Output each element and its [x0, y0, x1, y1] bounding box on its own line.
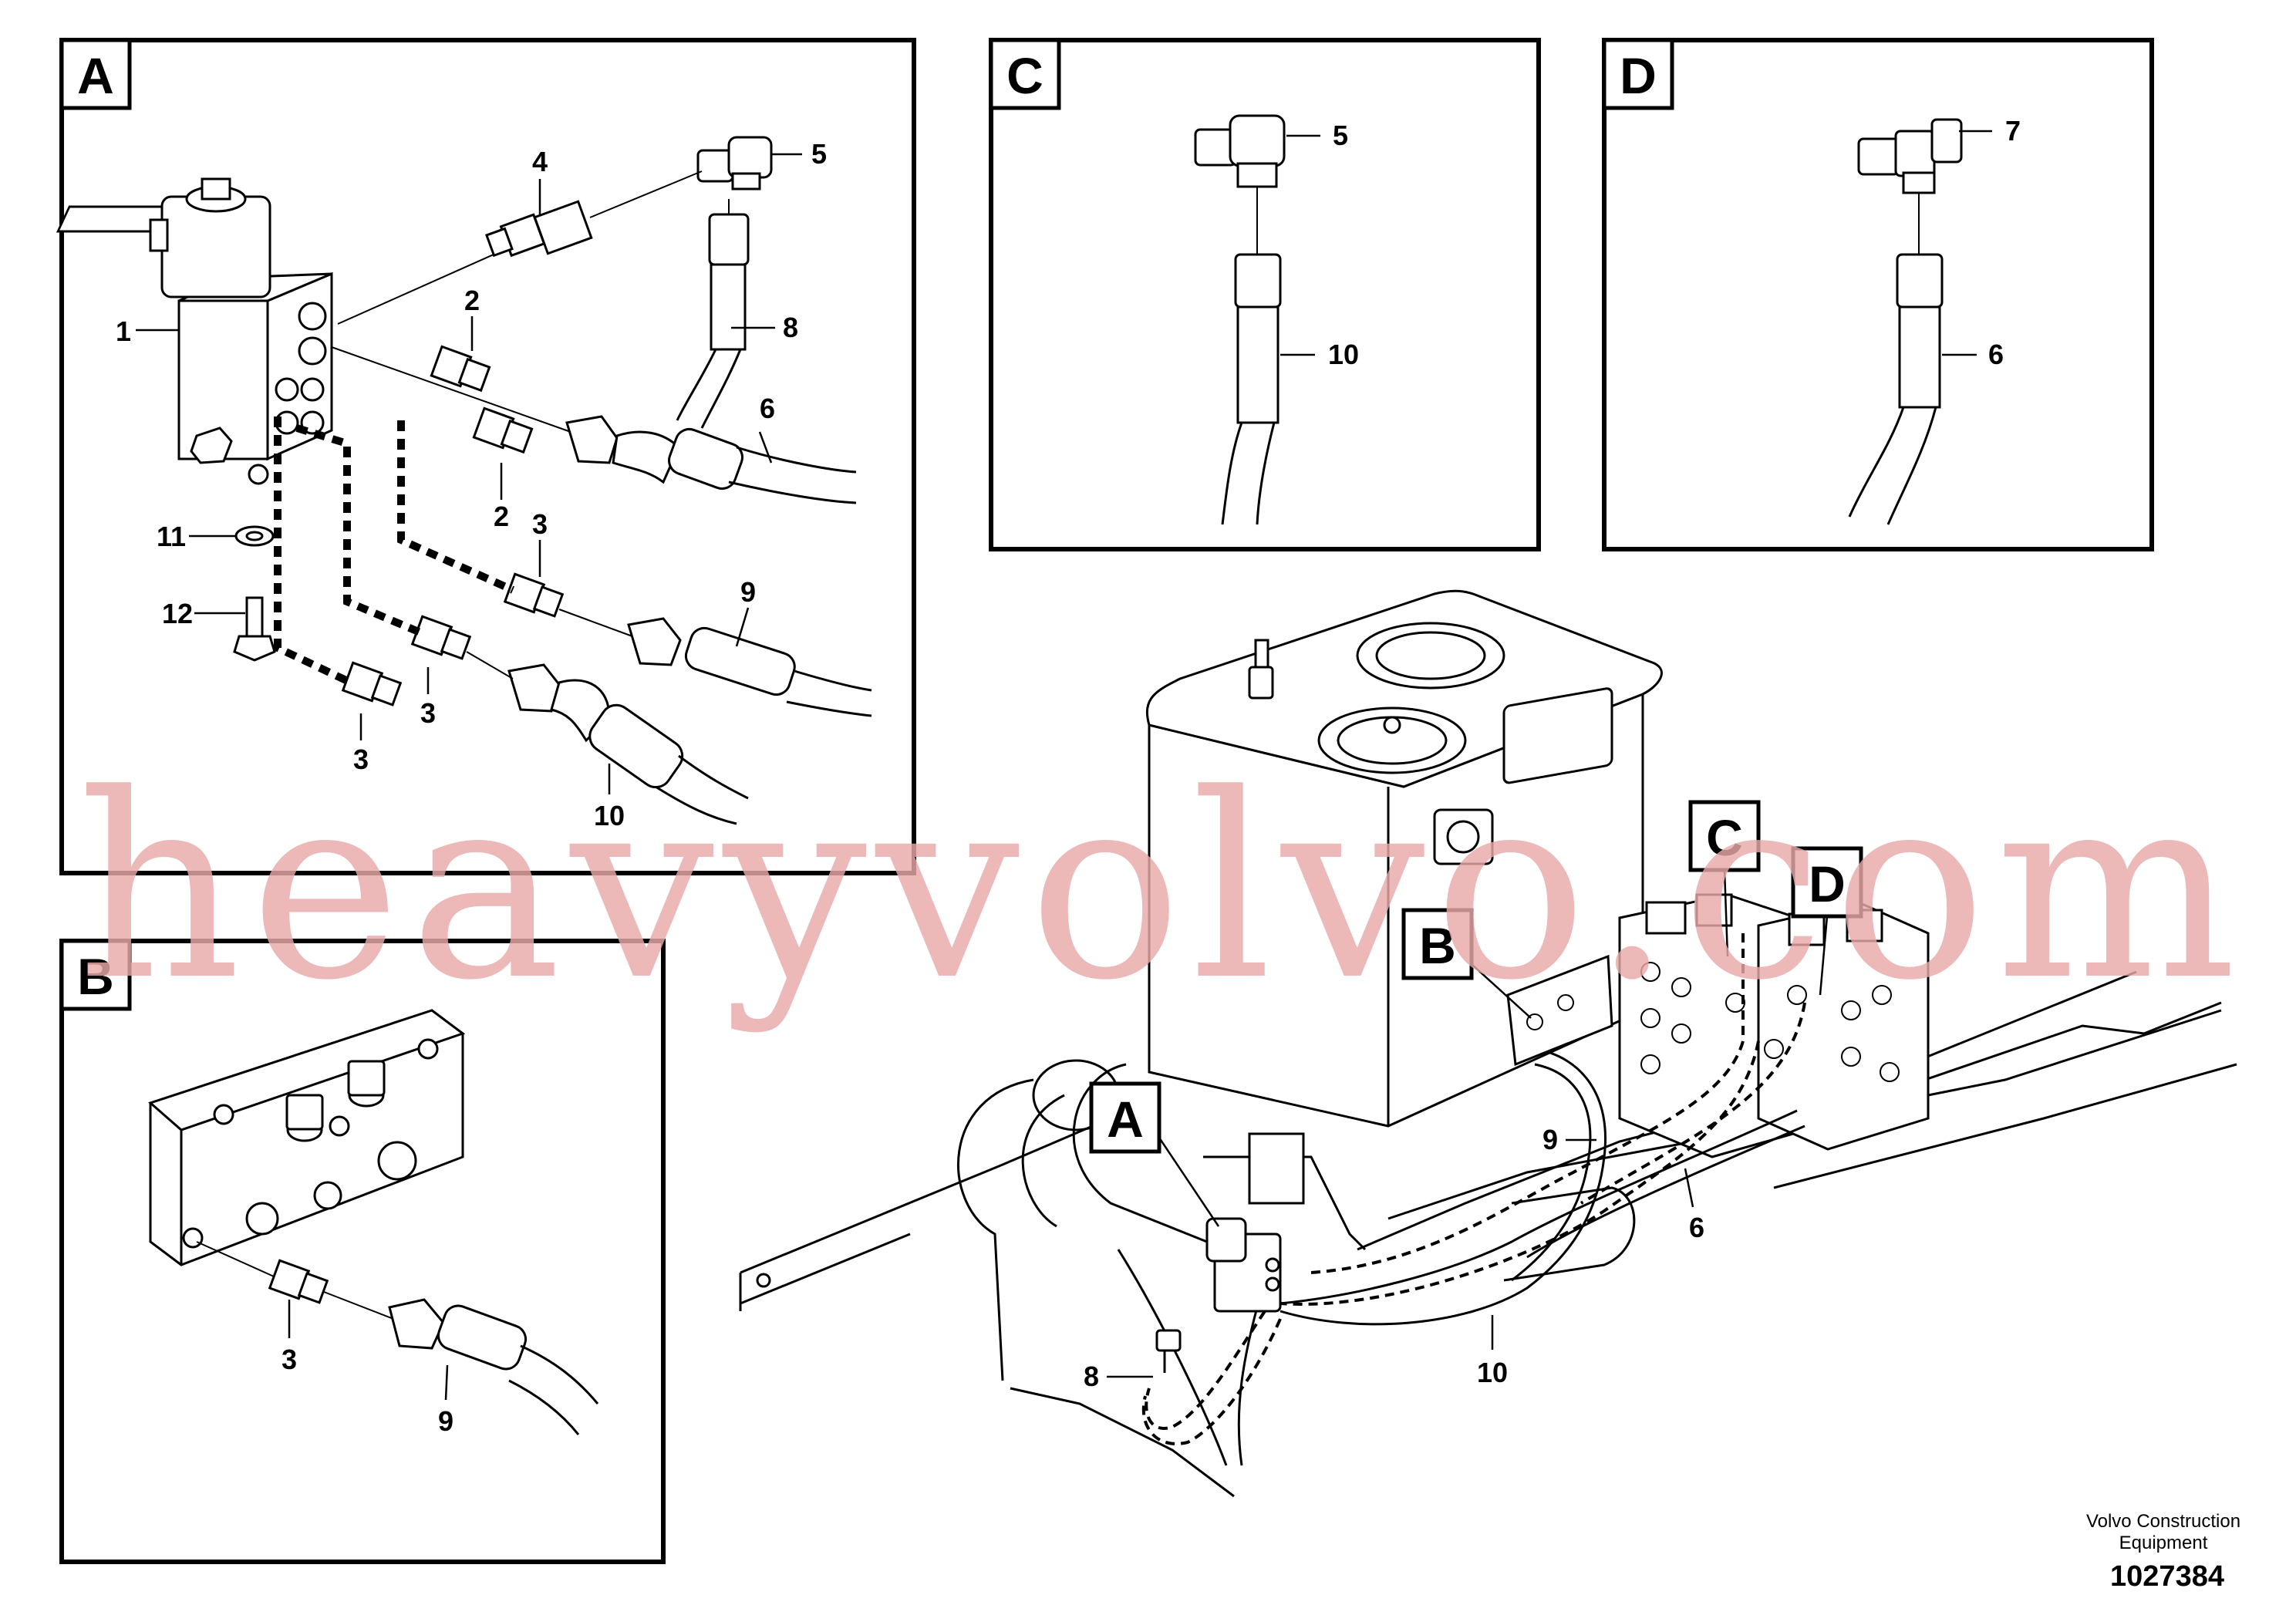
overview-tag-c-label: C: [1706, 809, 1743, 866]
port-plate: [148, 1009, 466, 1266]
callout-a-9: 9: [740, 576, 756, 608]
overview-tag-b-label: B: [1419, 917, 1456, 974]
fitting-2-upper: [430, 345, 491, 393]
callout-a-3-lower: 3: [353, 744, 369, 775]
panel-d: D 7 6: [1602, 38, 2154, 551]
company-line-2: Equipment: [2119, 1533, 2208, 1553]
panel-a: A: [56, 38, 916, 875]
panel-a-tag-label: A: [77, 47, 114, 104]
dashed-line-2: [295, 424, 422, 636]
overview-tag-a-label: A: [1107, 1091, 1144, 1148]
washer-11: [234, 525, 275, 547]
company-line-1: Volvo Construction: [2086, 1511, 2240, 1532]
callout-b-3: 3: [282, 1344, 297, 1375]
callout-d-7: 7: [2005, 115, 2021, 147]
elbow-5: [696, 136, 773, 191]
panel-c-tag-label: C: [1006, 47, 1043, 104]
callout-b-9: 9: [438, 1405, 453, 1437]
dashed-line-1: [274, 416, 353, 686]
overview-tag-d-label: D: [1809, 855, 1846, 912]
callout-a-2-lower: 2: [494, 501, 509, 532]
hose-9: [558, 609, 872, 717]
drawing-number: 1027384: [2110, 1560, 2224, 1593]
overview-tag-d: [1791, 846, 1863, 919]
callout-overview-9: 9: [1542, 1124, 1558, 1155]
solenoid-valve-overview: [1205, 1217, 1282, 1313]
callout-a-6: 6: [760, 393, 775, 424]
elbow-5-panel-c: [1194, 114, 1286, 188]
panel-c: C 5 10: [989, 38, 1541, 551]
callout-a-4: 4: [532, 146, 548, 177]
callout-a-5: 5: [811, 138, 827, 170]
panel-d-frame: [1602, 38, 2154, 551]
fitting-4: [485, 200, 593, 258]
overview-tag-a: [1089, 1081, 1161, 1154]
callout-overview-8: 8: [1084, 1361, 1099, 1392]
callout-overview-6: 6: [1689, 1212, 1704, 1243]
fitting-3-a: [503, 572, 565, 618]
panel-c-tag: [989, 38, 1061, 110]
fitting-2-lower: [472, 406, 534, 454]
callout-a-3-upper: 3: [532, 508, 548, 540]
callout-a-2-upper: 2: [464, 285, 480, 316]
fitting-3-b: [410, 615, 472, 660]
callout-a-3-middle: 3: [420, 697, 436, 729]
machine-frame: [739, 970, 2237, 1498]
callout-a-1: 1: [116, 315, 131, 347]
panel-d-tag: [1602, 38, 1674, 110]
hose-8-overview: [1155, 1329, 1182, 1373]
watermark-text: heavyvolvo.com: [77, 740, 2237, 1036]
hose-9-panel-b: [388, 1298, 599, 1435]
panel-d-tag-label: D: [1620, 47, 1657, 104]
fitting-3-c: [341, 661, 403, 706]
panel-a-tag: [59, 38, 132, 110]
fitting-3-panel-b: [268, 1259, 329, 1304]
hose-8: [676, 199, 750, 429]
callout-a-12: 12: [162, 598, 193, 629]
callout-c-10: 10: [1328, 339, 1359, 370]
dashed-line-3: [397, 420, 515, 594]
callout-a-8: 8: [783, 312, 798, 343]
solenoid-valve-block: [56, 177, 333, 485]
tee-7-panel-d: [1857, 118, 1963, 194]
callout-overview-10: 10: [1477, 1357, 1508, 1388]
hose-6-panel-d: [1848, 253, 1944, 525]
panel-b-tag: [59, 939, 132, 1011]
callout-a-11: 11: [157, 521, 186, 552]
bolt-12: [233, 596, 276, 662]
hose-6: [331, 346, 857, 504]
panel-b-tag-label: B: [77, 948, 114, 1005]
hose-10-panel-c: [1221, 253, 1282, 525]
machine-overview: B A C D 9 6 8 10: [739, 589, 2237, 1498]
callout-d-6: 6: [1988, 339, 2004, 370]
hose-10: [466, 651, 749, 825]
callout-a-10: 10: [594, 800, 625, 831]
panel-b: B 3: [59, 939, 666, 1564]
callout-c-5: 5: [1333, 120, 1348, 151]
plate-b-overview: [1506, 954, 1613, 1067]
overview-tag-b: [1401, 908, 1474, 980]
